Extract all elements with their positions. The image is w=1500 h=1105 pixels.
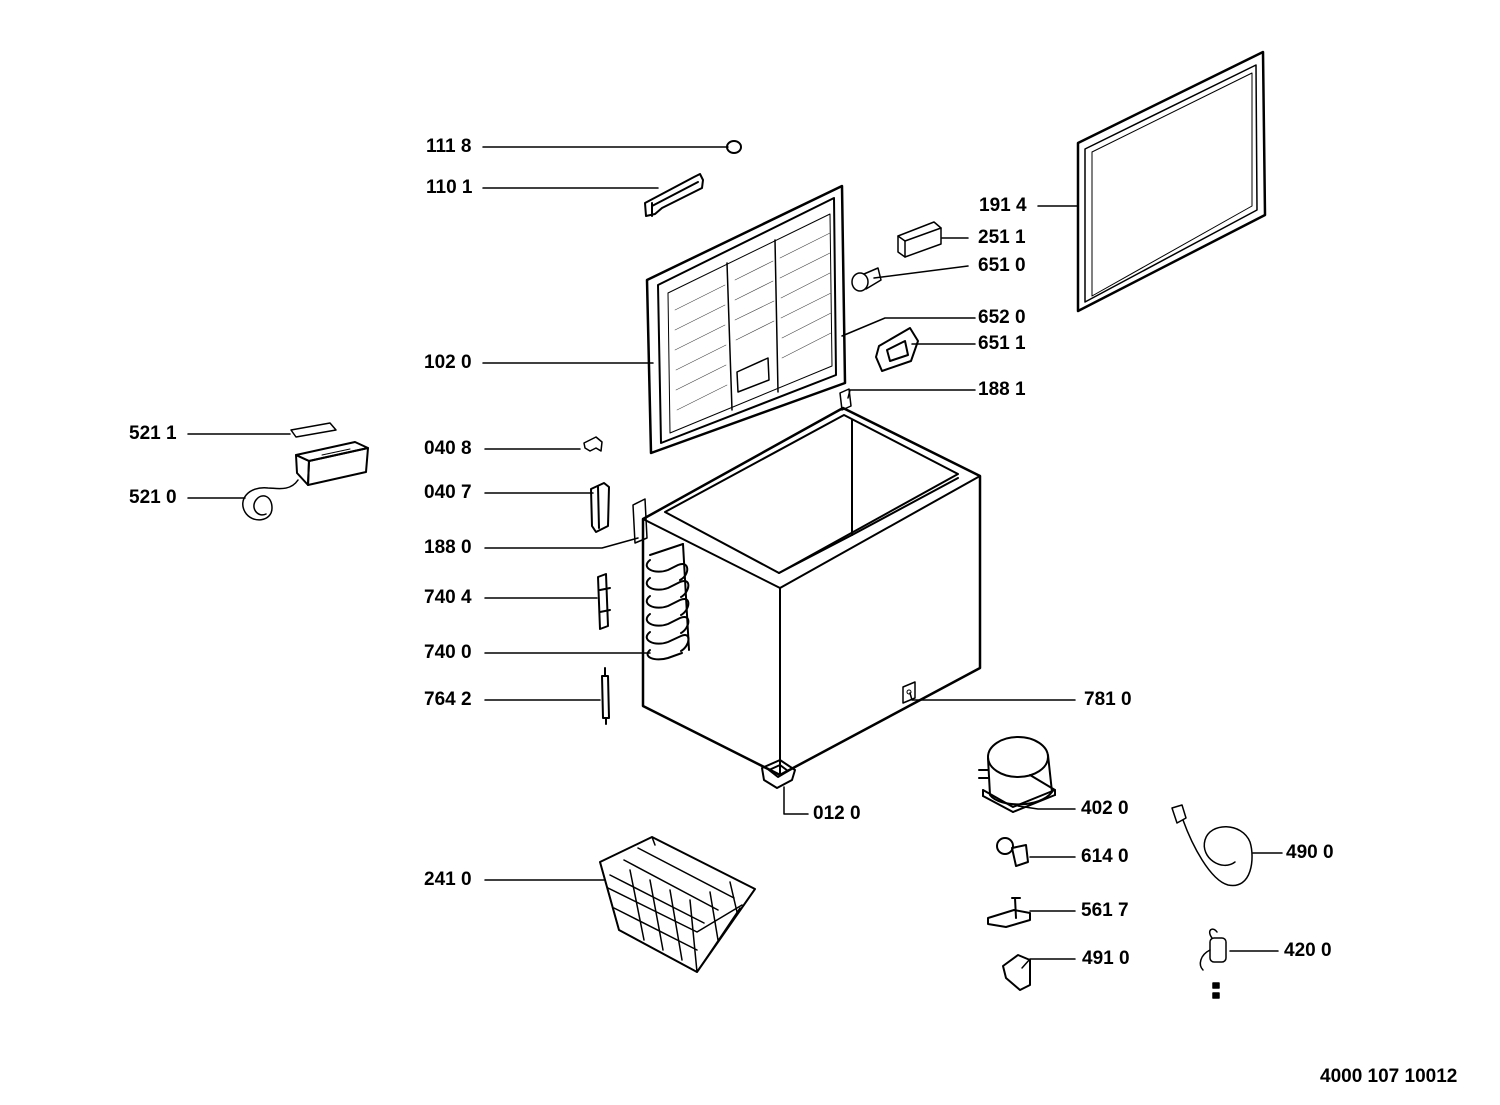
clip-part: [583, 436, 603, 452]
compressor: [978, 736, 1056, 813]
part-label-110-1: 110 1: [426, 177, 473, 198]
thermostat-box: [290, 422, 369, 486]
thermostat-cord: [242, 479, 299, 521]
part-label-402-0: 402 0: [1081, 798, 1129, 819]
lid-panel: [645, 184, 847, 455]
light-cover: [897, 221, 942, 258]
condenser-coil: [645, 543, 690, 661]
part-label-490-0: 490 0: [1286, 842, 1334, 863]
part-label-651-1: 651 1: [978, 333, 1026, 354]
part-label-781-0: 781 0: [1084, 689, 1132, 710]
part-label-521-1: 521 1: [129, 423, 177, 444]
part-label-040-7: 040 7: [424, 482, 472, 503]
part-label-040-8: 040 8: [424, 438, 472, 459]
part-label-420-0: 420 0: [1284, 940, 1332, 961]
plug-part: [726, 140, 742, 154]
part-label-111-8: 111 8: [426, 136, 472, 157]
fixing-part: [987, 897, 1031, 928]
part-label-521-0: 521 0: [129, 487, 177, 508]
part-label-191-4: 191 4: [979, 195, 1027, 216]
part-label-102-0: 102 0: [424, 352, 472, 373]
part-label-740-4: 740 4: [424, 587, 472, 608]
part-label-012-0: 012 0: [813, 803, 861, 824]
lamp-bulb: [851, 267, 882, 292]
hinge-cover: [590, 482, 610, 533]
part-label-491-0: 491 0: [1082, 948, 1130, 969]
condenser-bracket: [597, 573, 611, 630]
part-label-740-0: 740 0: [424, 642, 472, 663]
part-label-561-7: 561 7: [1081, 900, 1129, 921]
door-gasket: [1076, 50, 1267, 313]
part-label-651-0: 651 0: [978, 255, 1026, 276]
part-label-188-1: 188 1: [978, 379, 1026, 400]
part-label-188-0: 188 0: [424, 537, 472, 558]
leader-lines: [187, 146, 1283, 969]
part-label-614-0: 614 0: [1081, 846, 1129, 867]
part-label-652-0: 652 0: [978, 307, 1026, 328]
capacitor: [1199, 928, 1227, 999]
document-number: 4000 107 10012: [1320, 1066, 1458, 1087]
part-label-241-0: 241 0: [424, 869, 472, 890]
wire-basket: [599, 836, 756, 973]
handle-part: [644, 173, 704, 217]
power-cord: [1171, 804, 1253, 887]
part-label-251-1: 251 1: [978, 227, 1026, 248]
start-relay: [996, 837, 1029, 867]
part-label-764-2: 764 2: [424, 689, 472, 710]
freezer-cabinet: [632, 388, 982, 789]
lamp-switch: [875, 327, 919, 372]
terminal-cover: [1002, 954, 1031, 991]
filter-drier: [601, 667, 610, 725]
